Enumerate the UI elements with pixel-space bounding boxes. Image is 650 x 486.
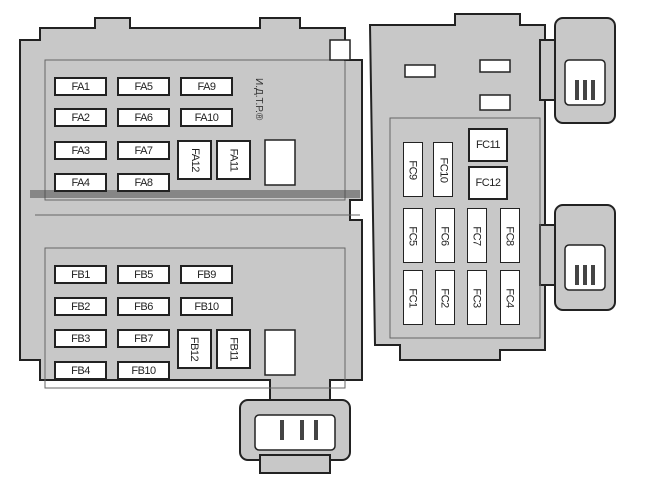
fuse-fb1: FB1 bbox=[54, 265, 107, 284]
fuse-fa11: FA11 bbox=[216, 140, 251, 180]
fuse-fc2: FC2 bbox=[435, 270, 455, 325]
fuse-fa2: FA2 bbox=[54, 108, 107, 127]
fuse-fc7: FC7 bbox=[467, 208, 487, 263]
fuse-fb2: FB2 bbox=[54, 297, 107, 316]
fuse-fb12: FB12 bbox=[177, 329, 212, 369]
fuse-fa4: FA4 bbox=[54, 173, 107, 192]
fuse-fc11: FC11 bbox=[468, 128, 508, 162]
fuse-fc1: FC1 bbox=[403, 270, 423, 325]
fuse-fa1: FA1 bbox=[54, 77, 107, 96]
fuse-fb6: FB6 bbox=[117, 297, 170, 316]
fuse-fb7: FB7 bbox=[117, 329, 170, 348]
fuse-fa10: FA10 bbox=[180, 108, 233, 127]
fuse-fa3: FA3 bbox=[54, 141, 107, 160]
fuse-fa8: FA8 bbox=[117, 173, 170, 192]
fuse-fb10: FB10 bbox=[180, 297, 233, 316]
fuse-fc5: FC5 bbox=[403, 208, 423, 263]
fuse-fc3: FC3 bbox=[467, 270, 487, 325]
fuse-fb10-lower: FB10 bbox=[117, 361, 170, 380]
fuse-fc8: FC8 bbox=[500, 208, 520, 263]
fuse-fc6: FC6 bbox=[435, 208, 455, 263]
fuse-fc4: FC4 bbox=[500, 270, 520, 325]
fuse-fb9: FB9 bbox=[180, 265, 233, 284]
fuse-fc10: FC10 bbox=[433, 142, 453, 197]
fuse-fc12: FC12 bbox=[468, 166, 508, 200]
fuse-fb3: FB3 bbox=[54, 329, 107, 348]
fuse-fb5: FB5 bbox=[117, 265, 170, 284]
fuse-fa7: FA7 bbox=[117, 141, 170, 160]
fuse-fa5: FA5 bbox=[117, 77, 170, 96]
fuse-fa6: FA6 bbox=[117, 108, 170, 127]
fuse-fa12: FA12 bbox=[177, 140, 212, 180]
fuse-fb11: FB11 bbox=[216, 329, 251, 369]
manufacturer-marking: И.Д.Т.Р.® bbox=[253, 78, 264, 121]
fuse-fa9: FA9 bbox=[180, 77, 233, 96]
fuse-fb4: FB4 bbox=[54, 361, 107, 380]
fuse-fc9: FC9 bbox=[403, 142, 423, 197]
